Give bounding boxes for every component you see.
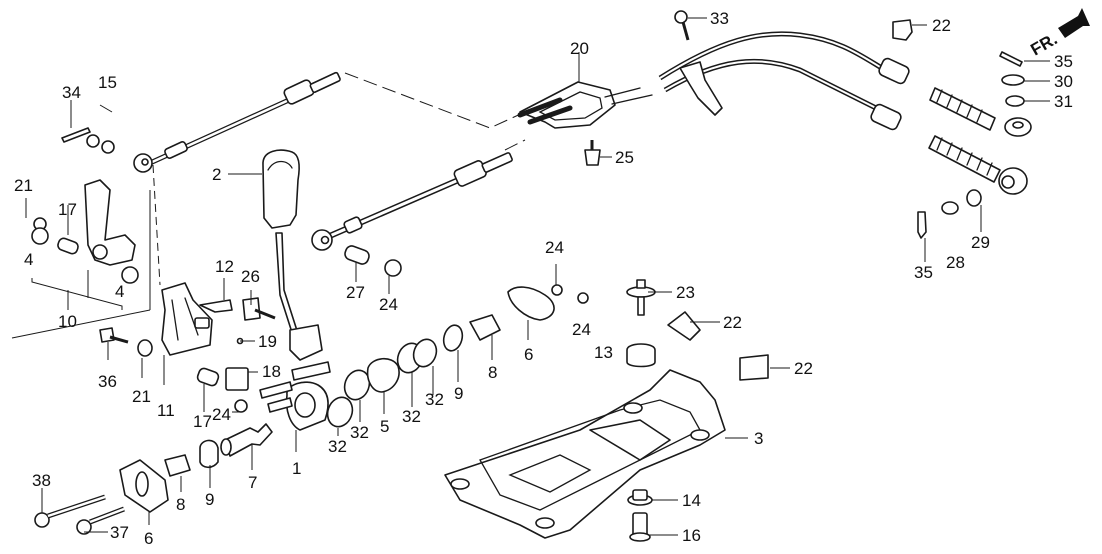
callout-23: 23 [676,283,695,302]
callout-16: 16 [682,526,701,545]
shift-lever-holder-1[interactable] [259,361,331,431]
callout-22: 22 [794,359,813,378]
callout-7: 7 [248,473,257,492]
callout-29: 29 [971,233,990,252]
callout-21: 21 [14,176,33,195]
lower-left-parts[interactable] [34,439,219,535]
callout-11: 11 [157,401,175,420]
callout-8: 8 [176,495,185,514]
callout-1: 1 [292,459,301,478]
pivot-shaft-7[interactable] [220,423,273,457]
callout-27: 27 [346,283,365,302]
collar-27[interactable] [343,244,370,265]
callout-13: 13 [594,343,613,362]
callout-24: 24 [212,405,231,424]
callout-22: 22 [723,313,742,332]
callout-32: 32 [328,437,347,456]
callout-33: 33 [710,9,729,28]
callout-8: 8 [488,363,497,382]
callout-3: 3 [754,429,763,448]
shift-select-cables-right[interactable] [658,31,1032,195]
callout-32: 32 [425,390,444,409]
callout-5: 5 [380,417,389,436]
shift-lever[interactable] [275,232,323,361]
base-plate-3[interactable] [444,369,726,539]
callout-labels: 1234456678899101112131415161717181920212… [14,9,1073,548]
callout-20: 20 [570,39,589,58]
callout-4: 4 [24,250,33,269]
select-cable-upper[interactable] [133,71,341,173]
callout-10: 10 [58,312,77,331]
callout-35: 35 [914,263,933,282]
callout-31: 31 [1054,92,1073,111]
callout-36: 36 [98,372,117,391]
callout-21: 21 [132,387,151,406]
callout-32: 32 [402,407,421,426]
callout-32: 32 [350,423,369,442]
callout-12: 12 [215,257,234,276]
callout-6: 6 [524,345,533,364]
callout-2: 2 [212,165,221,184]
callout-17: 17 [193,412,212,431]
mount-rubber-14-collar-16[interactable] [627,489,653,542]
callout-24: 24 [379,295,398,314]
callout-34: 34 [62,83,81,102]
bolt-23-bushing-13-clips[interactable] [584,140,769,381]
cable-holder-20[interactable] [517,81,653,129]
callout-35: 35 [1054,52,1073,71]
callout-24: 24 [572,320,591,339]
callout-4: 4 [115,282,124,301]
lever-assembly-10[interactable] [31,127,139,284]
callout-14: 14 [682,491,701,510]
select-lever-11[interactable] [99,282,276,413]
orings-bushing-row[interactable] [324,284,589,430]
callout-38: 38 [32,471,51,490]
callout-24: 24 [545,238,564,257]
callout-28: 28 [946,253,965,272]
callout-22: 22 [932,16,951,35]
callout-9: 9 [205,490,214,509]
callout-18: 18 [262,362,281,381]
shift-knob-2[interactable] [262,149,300,229]
callout-19: 19 [258,332,277,351]
leader-lines [25,17,1050,536]
small-right-parts[interactable] [674,10,1025,239]
nut-24-mid[interactable] [384,259,402,277]
group-divider-lines [11,164,161,339]
shift-cable-middle[interactable] [311,152,513,251]
callout-26: 26 [241,267,260,286]
cable-routing-dashed-lines [344,72,526,151]
callout-37: 37 [110,523,129,542]
callout-30: 30 [1054,72,1073,91]
callout-6: 6 [144,529,153,548]
callout-17: 17 [58,200,77,219]
callout-15: 15 [98,73,117,92]
callout-9: 9 [454,384,463,403]
callout-25: 25 [615,148,634,167]
arrow-icon [1058,8,1090,38]
